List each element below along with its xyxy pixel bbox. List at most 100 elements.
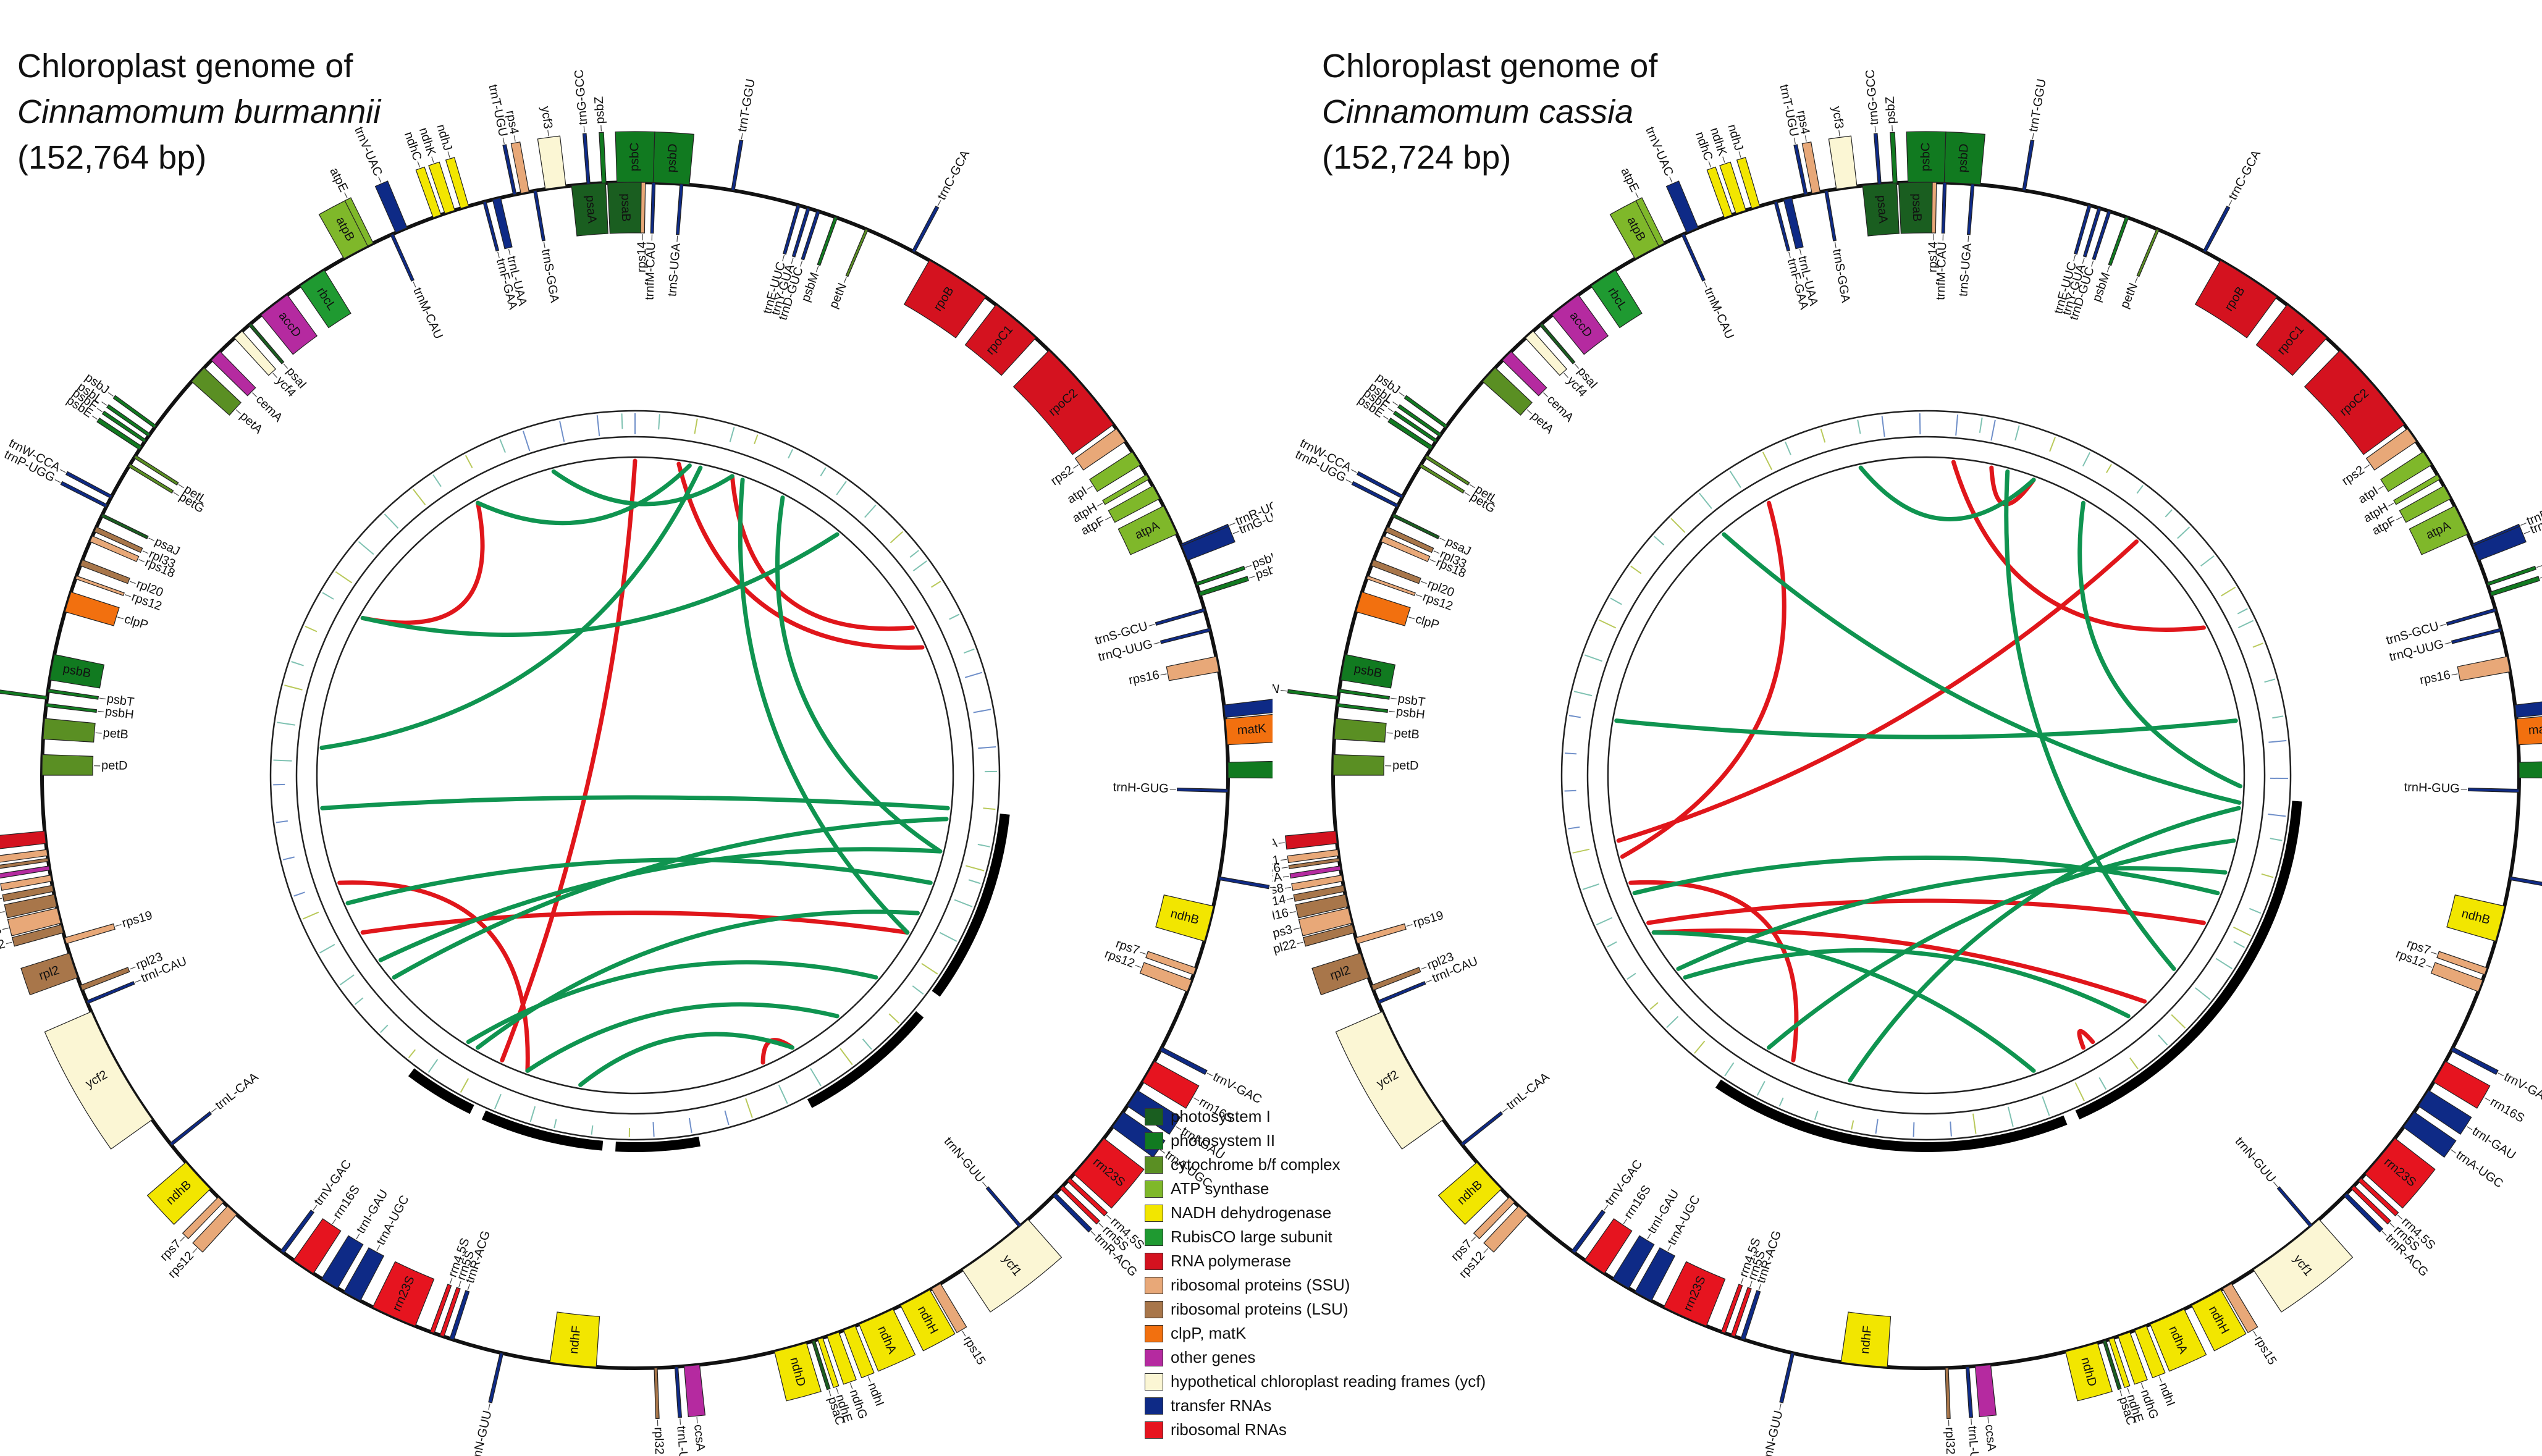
gene-leader-line — [129, 581, 136, 584]
gene-label: trnT-GGU — [2027, 78, 2049, 133]
gene-leader-line — [2091, 260, 2094, 267]
gene-label: matK — [1237, 722, 1267, 737]
gene-block-rps11 — [1287, 849, 1339, 864]
repeat-tick — [694, 418, 698, 434]
repeat-chord — [360, 500, 485, 625]
inner-ring-inner — [1607, 456, 2245, 1095]
repeat-chord — [476, 909, 920, 1050]
gene-block-psbF — [101, 410, 147, 443]
gene-label: psaB — [1909, 193, 1924, 222]
gene-block-trnW-CCA — [1356, 471, 1404, 499]
gene-block-psbI — [1195, 565, 1246, 586]
inner-ring-outer — [269, 410, 1001, 1141]
gene-block-rps16 — [1166, 656, 1219, 681]
legend-label: other genes — [1171, 1348, 1256, 1366]
gene-label: rps15 — [961, 1334, 988, 1367]
legend-swatch — [1145, 1180, 1163, 1198]
gene-label: trnL-UAG — [674, 1426, 691, 1456]
gene-block-trnT-GGU — [2022, 140, 2035, 191]
gene-leader-line — [2119, 1390, 2123, 1397]
repeat-tick — [284, 684, 303, 691]
repeat-tick — [596, 415, 600, 437]
gene-block-psbL — [106, 404, 151, 437]
gene-label: petN — [2118, 281, 2140, 310]
gene-label: rps19 — [120, 909, 154, 930]
gene-block-psbJ — [1404, 395, 1448, 429]
gene-leader-line — [2, 927, 9, 930]
gene-leader-line — [1406, 924, 1413, 927]
gene-block-petN — [845, 228, 869, 277]
gene-label: petA — [1528, 410, 1557, 437]
gene-block-trnS-GGA — [1824, 190, 1837, 242]
gene-leader-line — [54, 479, 61, 483]
gene-label: psbD — [1956, 143, 1971, 173]
gene-block-ndhB — [2446, 894, 2506, 942]
gene-leader-line — [1987, 1417, 1989, 1424]
gene-leader-line — [2397, 1214, 2403, 1220]
gene-block-psaA — [571, 182, 608, 237]
inverted-repeat-arc — [1715, 1079, 2068, 1152]
gene-block-trnL-UAA — [1783, 197, 1804, 250]
gene-block-rps7 — [1145, 951, 1197, 975]
gene-block-trnG-GCC — [582, 133, 591, 185]
gene-block-petA — [191, 367, 242, 416]
gene-block-atpE — [1635, 197, 1665, 246]
gene-leader-line — [1289, 911, 1296, 914]
gene-block-trnT-UGU — [1793, 144, 1808, 196]
gene-leader-line — [1287, 898, 1294, 900]
gene-block-trnA-UGC — [2402, 1111, 2457, 1158]
gene-leader-line — [1892, 125, 1893, 132]
repeat-tick — [1756, 1080, 1766, 1096]
gene-block-rps3 — [7, 907, 62, 936]
gene-leader-line — [680, 1418, 681, 1425]
repeat-tick — [2272, 715, 2284, 719]
gene-block-rrn23S — [372, 1261, 435, 1327]
gene-block-psaI — [1539, 322, 1576, 364]
gene-leader-line — [1097, 502, 1103, 507]
repeat-chord — [320, 795, 950, 810]
gene-block-psbB — [1340, 654, 1396, 689]
gene-leader-line — [1647, 1233, 1651, 1240]
gene-block-cemA — [1502, 351, 1547, 397]
gene-leader-line — [1351, 469, 1357, 473]
gene-block-ndhI — [843, 1325, 875, 1379]
gene-leader-line — [2498, 1072, 2504, 1077]
gene-block-rrn4.5S — [429, 1284, 452, 1334]
gene-block-rrn23S — [2364, 1137, 2436, 1209]
gene-block-ndhI — [2134, 1325, 2166, 1379]
repeat-tick — [282, 856, 295, 861]
repeat-tick — [2129, 1057, 2139, 1069]
gene-label: trnL-CAA — [1504, 1070, 1553, 1113]
gene-leader-line — [148, 537, 154, 541]
gene-leader-line — [138, 559, 145, 563]
gene-block-trnV-UAC — [1665, 180, 1699, 234]
gene-block-trnS-UGA — [1966, 183, 1975, 235]
repeat-tick — [810, 1067, 822, 1087]
gene-block-rrn16S — [1584, 1218, 1633, 1274]
gene-leader-line — [117, 616, 124, 620]
legend-swatch — [1145, 1397, 1163, 1415]
gene-block-rps11 — [0, 849, 48, 863]
gene-block-psbL — [1397, 404, 1442, 437]
repeat-tick — [954, 899, 973, 907]
gene-label: trnI-GAU — [2470, 1124, 2518, 1162]
repeat-tick — [319, 944, 335, 954]
gene-block-rpl33 — [1384, 526, 1434, 553]
gene-block-rpl36 — [1288, 857, 1340, 870]
gene-block-rps15 — [2222, 1283, 2258, 1334]
gene-label: psbH — [1395, 705, 1426, 722]
gene-leader-line — [2140, 1382, 2144, 1389]
gene-leader-line — [1793, 137, 1796, 144]
gene-block-rps18 — [1380, 535, 1431, 562]
repeat-tick — [522, 431, 531, 452]
gene-label: trnL-UAG — [1965, 1426, 1982, 1456]
repeat-tick — [778, 1085, 788, 1104]
gene-leader-line — [283, 363, 288, 369]
gene-label: clpP — [123, 612, 150, 632]
gene-block-trnV-GAC — [280, 1210, 315, 1254]
gene-label: petB — [1394, 726, 1420, 742]
repeat-tick — [291, 661, 304, 667]
repeat-chord — [1646, 898, 2206, 925]
